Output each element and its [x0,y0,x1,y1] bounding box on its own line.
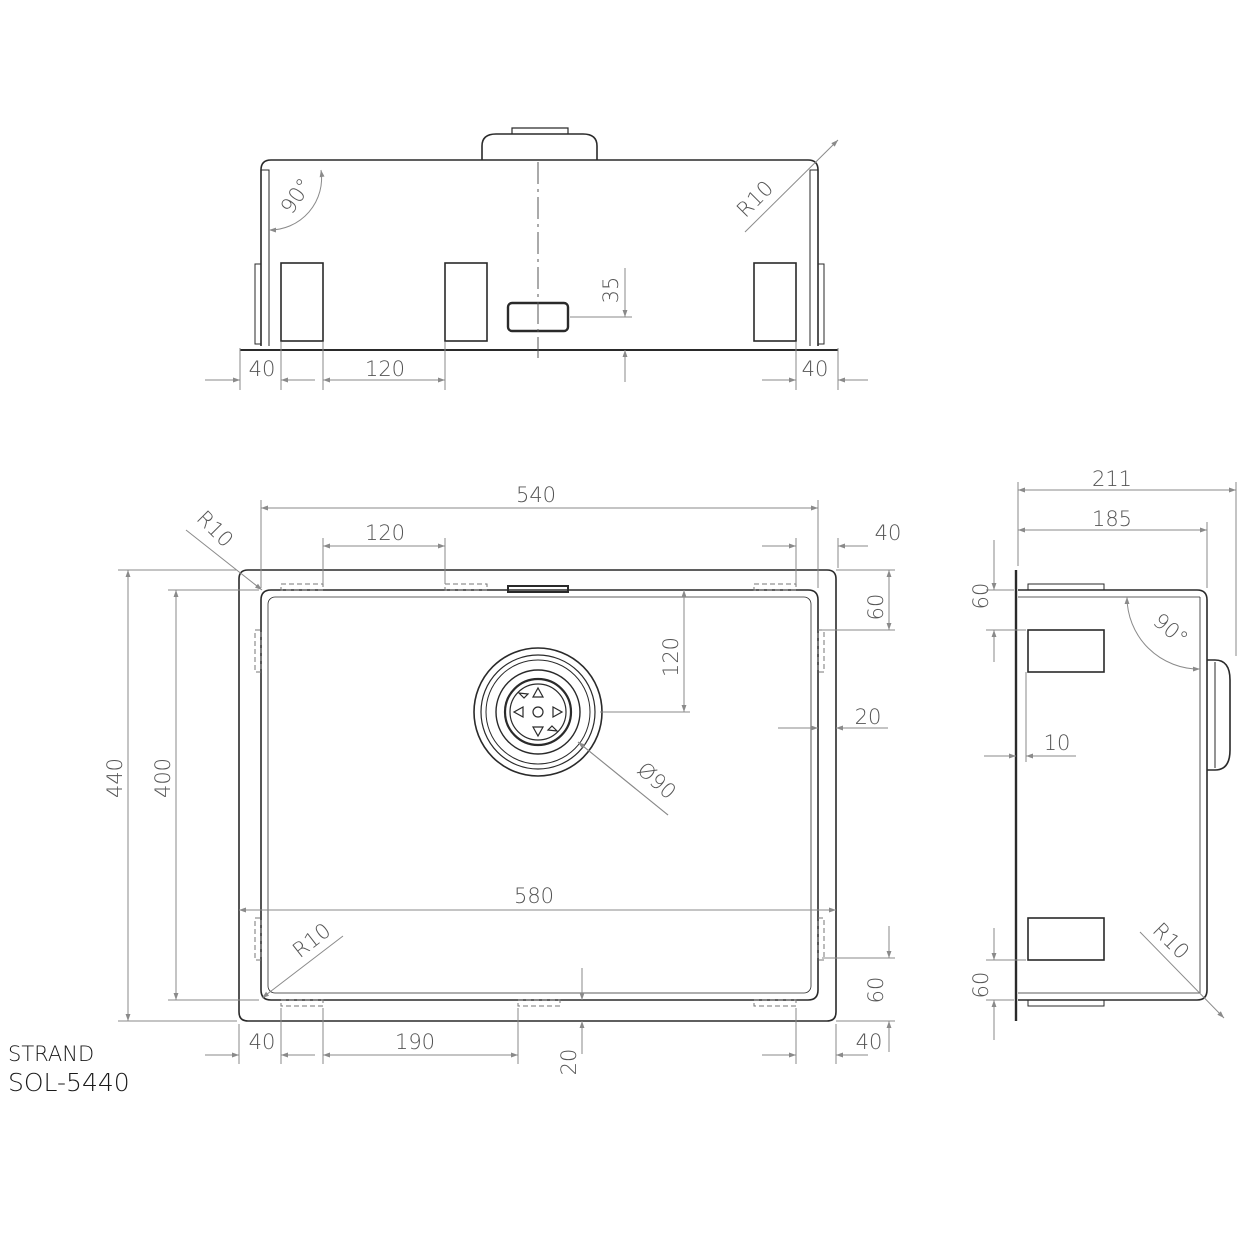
side-view-bowl-depth-label: 185 [1092,507,1132,531]
front-view-angle-label: 90° [276,174,317,218]
top-view-bottom-spacing-label: 190 [395,1030,435,1054]
top-view [238,569,837,1022]
front-view-bracket [280,262,324,342]
top-view-top-spacing-label: 120 [365,521,405,545]
side-view-drain-outlet [1207,659,1231,771]
top-view-drain-handle [507,585,569,593]
front-view [240,127,838,358]
side-view-bottom-offset-label: 60 [969,972,993,999]
top-view-outer-height-label: 440 [103,758,127,798]
front-view-right-margin-label: 40 [802,357,829,381]
top-view-bottom-right-margin-label: 40 [856,1030,883,1054]
side-view-wall-label: 10 [1044,731,1071,755]
top-view-bottom-right-offset-label: 60 [864,977,888,1004]
top-view-top-right-margin-label: 40 [875,521,902,545]
top-view-drain-offset-label: 120 [659,637,683,677]
top-view-dimensions [118,500,895,1064]
top-view-outer-width-label: 580 [514,884,554,908]
side-view [1014,570,1231,1021]
front-view-dimensions [205,139,868,390]
front-view-bracket [753,262,797,342]
front-view-spacing-label: 120 [365,357,405,381]
top-view-bracket-outlines [254,583,825,1007]
side-view-angle-label: 90° [1149,608,1193,650]
side-view-bracket [1027,917,1105,961]
side-view-outline [1018,589,1208,1001]
top-view-bottom-rim-label: 20 [557,1049,581,1076]
top-view-bowl [260,589,819,1001]
top-view-right-top-offset-label: 60 [864,594,888,621]
top-view-inner-height-label: 400 [151,758,175,798]
side-view-dimensions [984,482,1237,1040]
top-view-bottom-left-margin-label: 40 [249,1030,276,1054]
side-view-radius-label: R10 [1148,918,1194,964]
front-view-drain-cap [481,133,598,160]
side-view-total-depth-label: 211 [1092,467,1132,491]
top-view-inner-width-label: 540 [516,483,556,507]
model-label: SOL-5440 [8,1068,130,1097]
drain-strainer [473,647,603,777]
brand-label: STRAND [8,1042,95,1066]
top-view-rim-label: 20 [855,705,882,729]
front-view-drain-height-label: 35 [599,277,623,304]
front-view-bracket [444,262,488,342]
side-view-bracket [1027,629,1105,673]
top-view-radius-bottom-left-label: R10 [288,918,335,962]
side-view-top-offset-label: 60 [969,583,993,610]
top-view-radius-top-left-label: R10 [192,506,238,552]
front-view-left-margin-label: 40 [249,357,276,381]
front-view-radius-label: R10 [732,176,778,222]
front-view-outline [260,159,819,346]
top-view-drain-diameter-label: Ø90 [633,757,681,804]
top-view-outer-flange [238,569,837,1022]
